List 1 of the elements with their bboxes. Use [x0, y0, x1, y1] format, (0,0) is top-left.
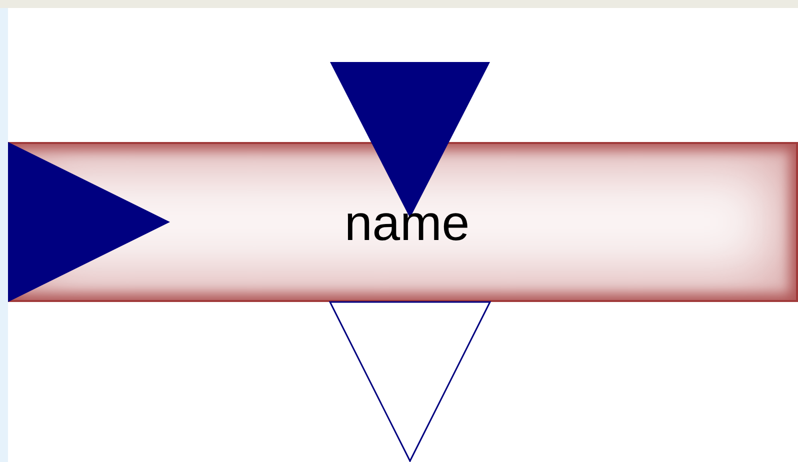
block-name: name [344, 194, 470, 252]
